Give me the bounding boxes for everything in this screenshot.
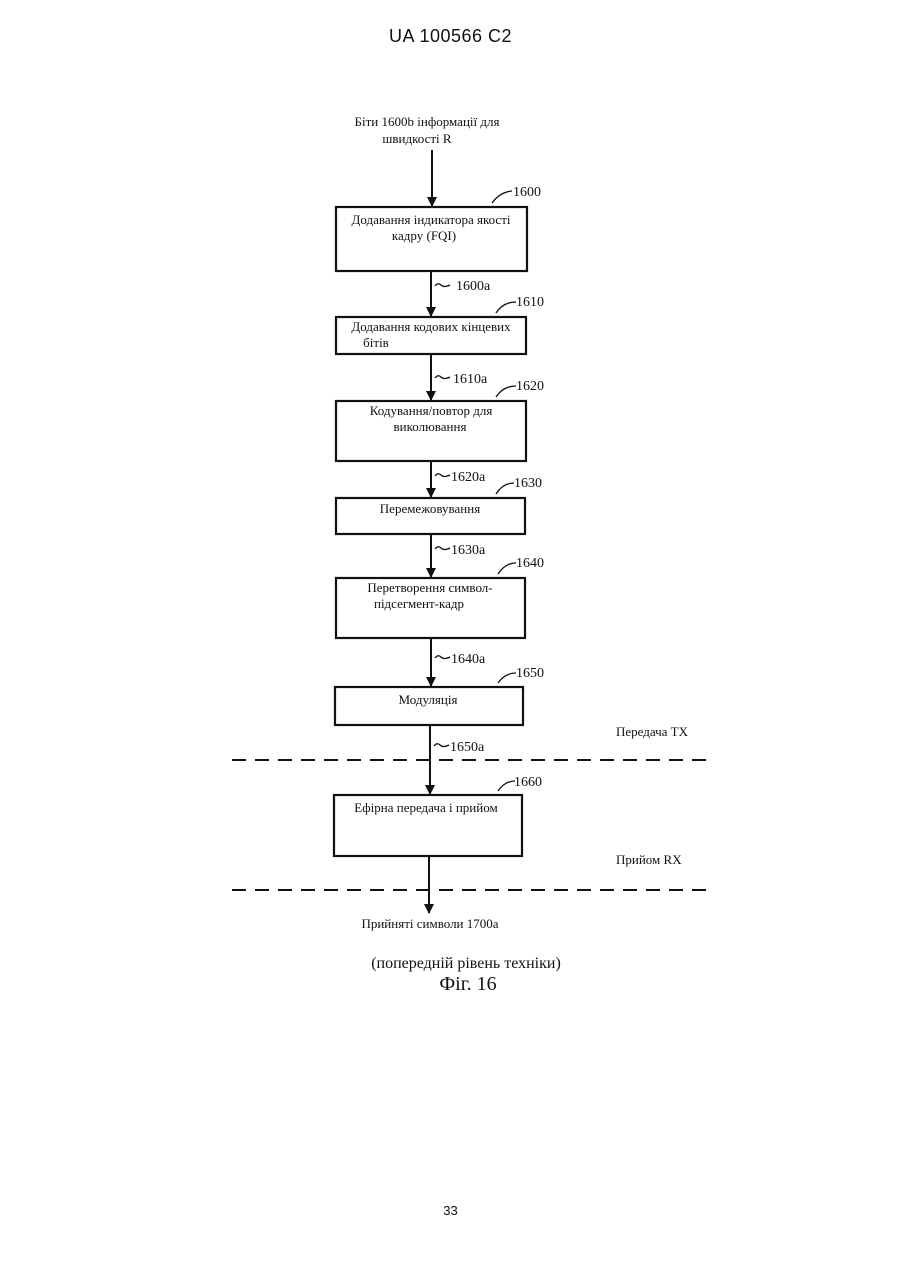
block-1610-ref: 1610 [516, 295, 544, 310]
block-1610-line1: Додавання кодових кінцевих [351, 319, 511, 334]
block-1650-line1: Модуляція [399, 692, 458, 707]
block-1650-leader [498, 673, 516, 683]
page-number: 33 [0, 1203, 901, 1218]
block-1630-line1: Перемежовування [380, 501, 480, 516]
connector-1620a-mark [435, 474, 450, 477]
connector-1650a-label: 1650a [450, 740, 485, 755]
block-1600-ref: 1600 [513, 185, 541, 200]
block-1640-line2: підсегмент-кадр [374, 596, 464, 611]
block-1600-leader [492, 191, 512, 203]
tx-label: Передача TX [616, 724, 689, 739]
connector-1650a-mark [434, 744, 449, 747]
figure-title: Фіг. 16 [439, 973, 496, 995]
caption-prior-art: (попередній рівень техніки) [371, 955, 561, 972]
block-1620-line1: Кодування/повтор для [370, 403, 493, 418]
block-1630-ref: 1630 [514, 476, 542, 491]
connector-1630a-label: 1630a [451, 543, 486, 558]
connector-1630a-mark [435, 547, 450, 550]
block-1620-line2: виколювання [394, 419, 467, 434]
connector-1610a-mark [435, 376, 450, 379]
block-1600-line1: Додавання індикатора якості [351, 212, 510, 227]
connector-1610a-label: 1610a [453, 372, 488, 387]
connector-1620a-label: 1620a [451, 470, 486, 485]
output-label: Прийняті символи 1700a [361, 916, 498, 931]
block-1610-leader [496, 302, 516, 313]
connector-1640a-mark [435, 656, 450, 659]
block-1630-leader [496, 483, 514, 494]
block-1650-ref: 1650 [516, 666, 544, 681]
block-1660-leader [498, 781, 515, 791]
block-1620-ref: 1620 [516, 379, 544, 394]
block-1600-line2: кадру (FQI) [392, 228, 456, 243]
block-1620-leader [496, 386, 516, 397]
block-1610-line2: бітів [363, 335, 389, 350]
block-1640-leader [498, 563, 516, 574]
connector-1600a-label: 1600a [456, 279, 491, 294]
connector-1640a-label: 1640a [451, 652, 486, 667]
input-label-line2: швидкості R [382, 131, 452, 146]
rx-label: Прийом RX [616, 852, 682, 867]
block-1640-line1: Перетворення символ- [367, 580, 492, 595]
input-label-line1: Біти 1600b інформації для [355, 114, 500, 129]
block-1660-ref: 1660 [514, 775, 542, 790]
connector-1600a-mark [435, 284, 450, 287]
block-1640-ref: 1640 [516, 556, 544, 571]
block-1660-line1: Ефірна передача і прийом [354, 800, 497, 815]
